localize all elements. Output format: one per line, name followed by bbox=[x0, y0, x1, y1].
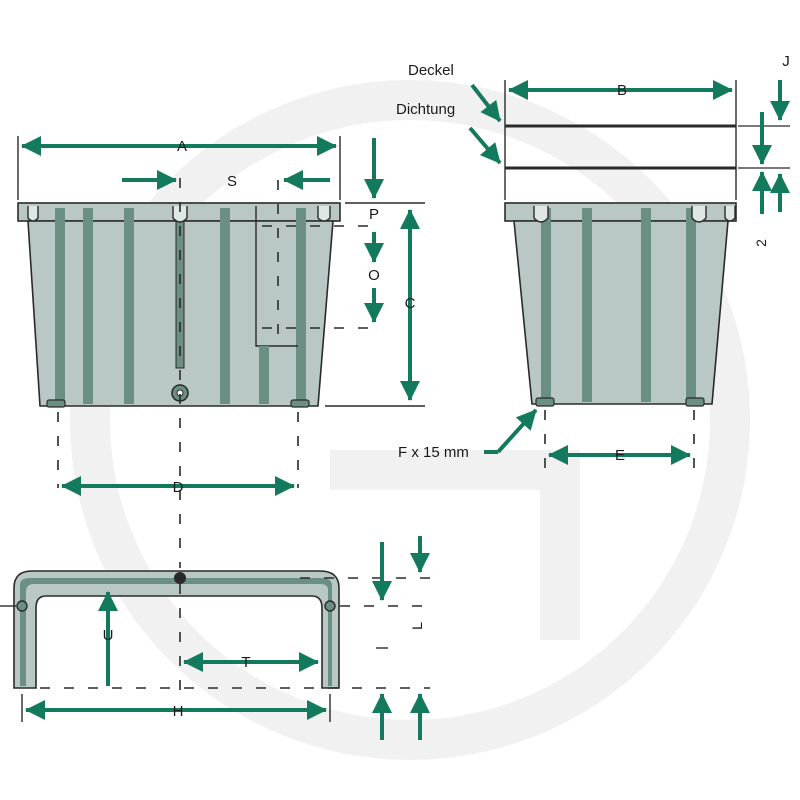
label-e: E bbox=[615, 447, 625, 464]
label-deckel: Deckel bbox=[408, 62, 454, 79]
label-p: P bbox=[369, 206, 379, 223]
label-s: S bbox=[227, 173, 237, 190]
label-o: O bbox=[368, 267, 380, 284]
label-u: U bbox=[103, 627, 114, 644]
label-h: H bbox=[173, 703, 184, 720]
label-d: D bbox=[173, 479, 184, 496]
top-view-center-mark bbox=[174, 572, 186, 584]
side-view: A S P O C D bbox=[17, 136, 425, 568]
top-view: H T U L bbox=[0, 536, 430, 740]
label-b: B bbox=[617, 82, 627, 99]
label-l: L bbox=[409, 622, 425, 630]
label-a: A bbox=[177, 138, 187, 155]
front-view: B E J 2 Deckel Dichtung F x 15 mm bbox=[396, 53, 790, 468]
foot bbox=[535, 397, 555, 407]
side-view-ribs bbox=[55, 208, 306, 404]
label-2: 2 bbox=[753, 239, 769, 247]
label-foot: F x 15 mm bbox=[398, 444, 469, 461]
label-j: J bbox=[782, 53, 790, 70]
label-dichtung: Dichtung bbox=[396, 101, 455, 118]
watermark bbox=[70, 80, 750, 760]
front-view-body bbox=[513, 220, 729, 405]
label-t: T bbox=[241, 654, 250, 671]
label-c: C bbox=[405, 295, 416, 312]
